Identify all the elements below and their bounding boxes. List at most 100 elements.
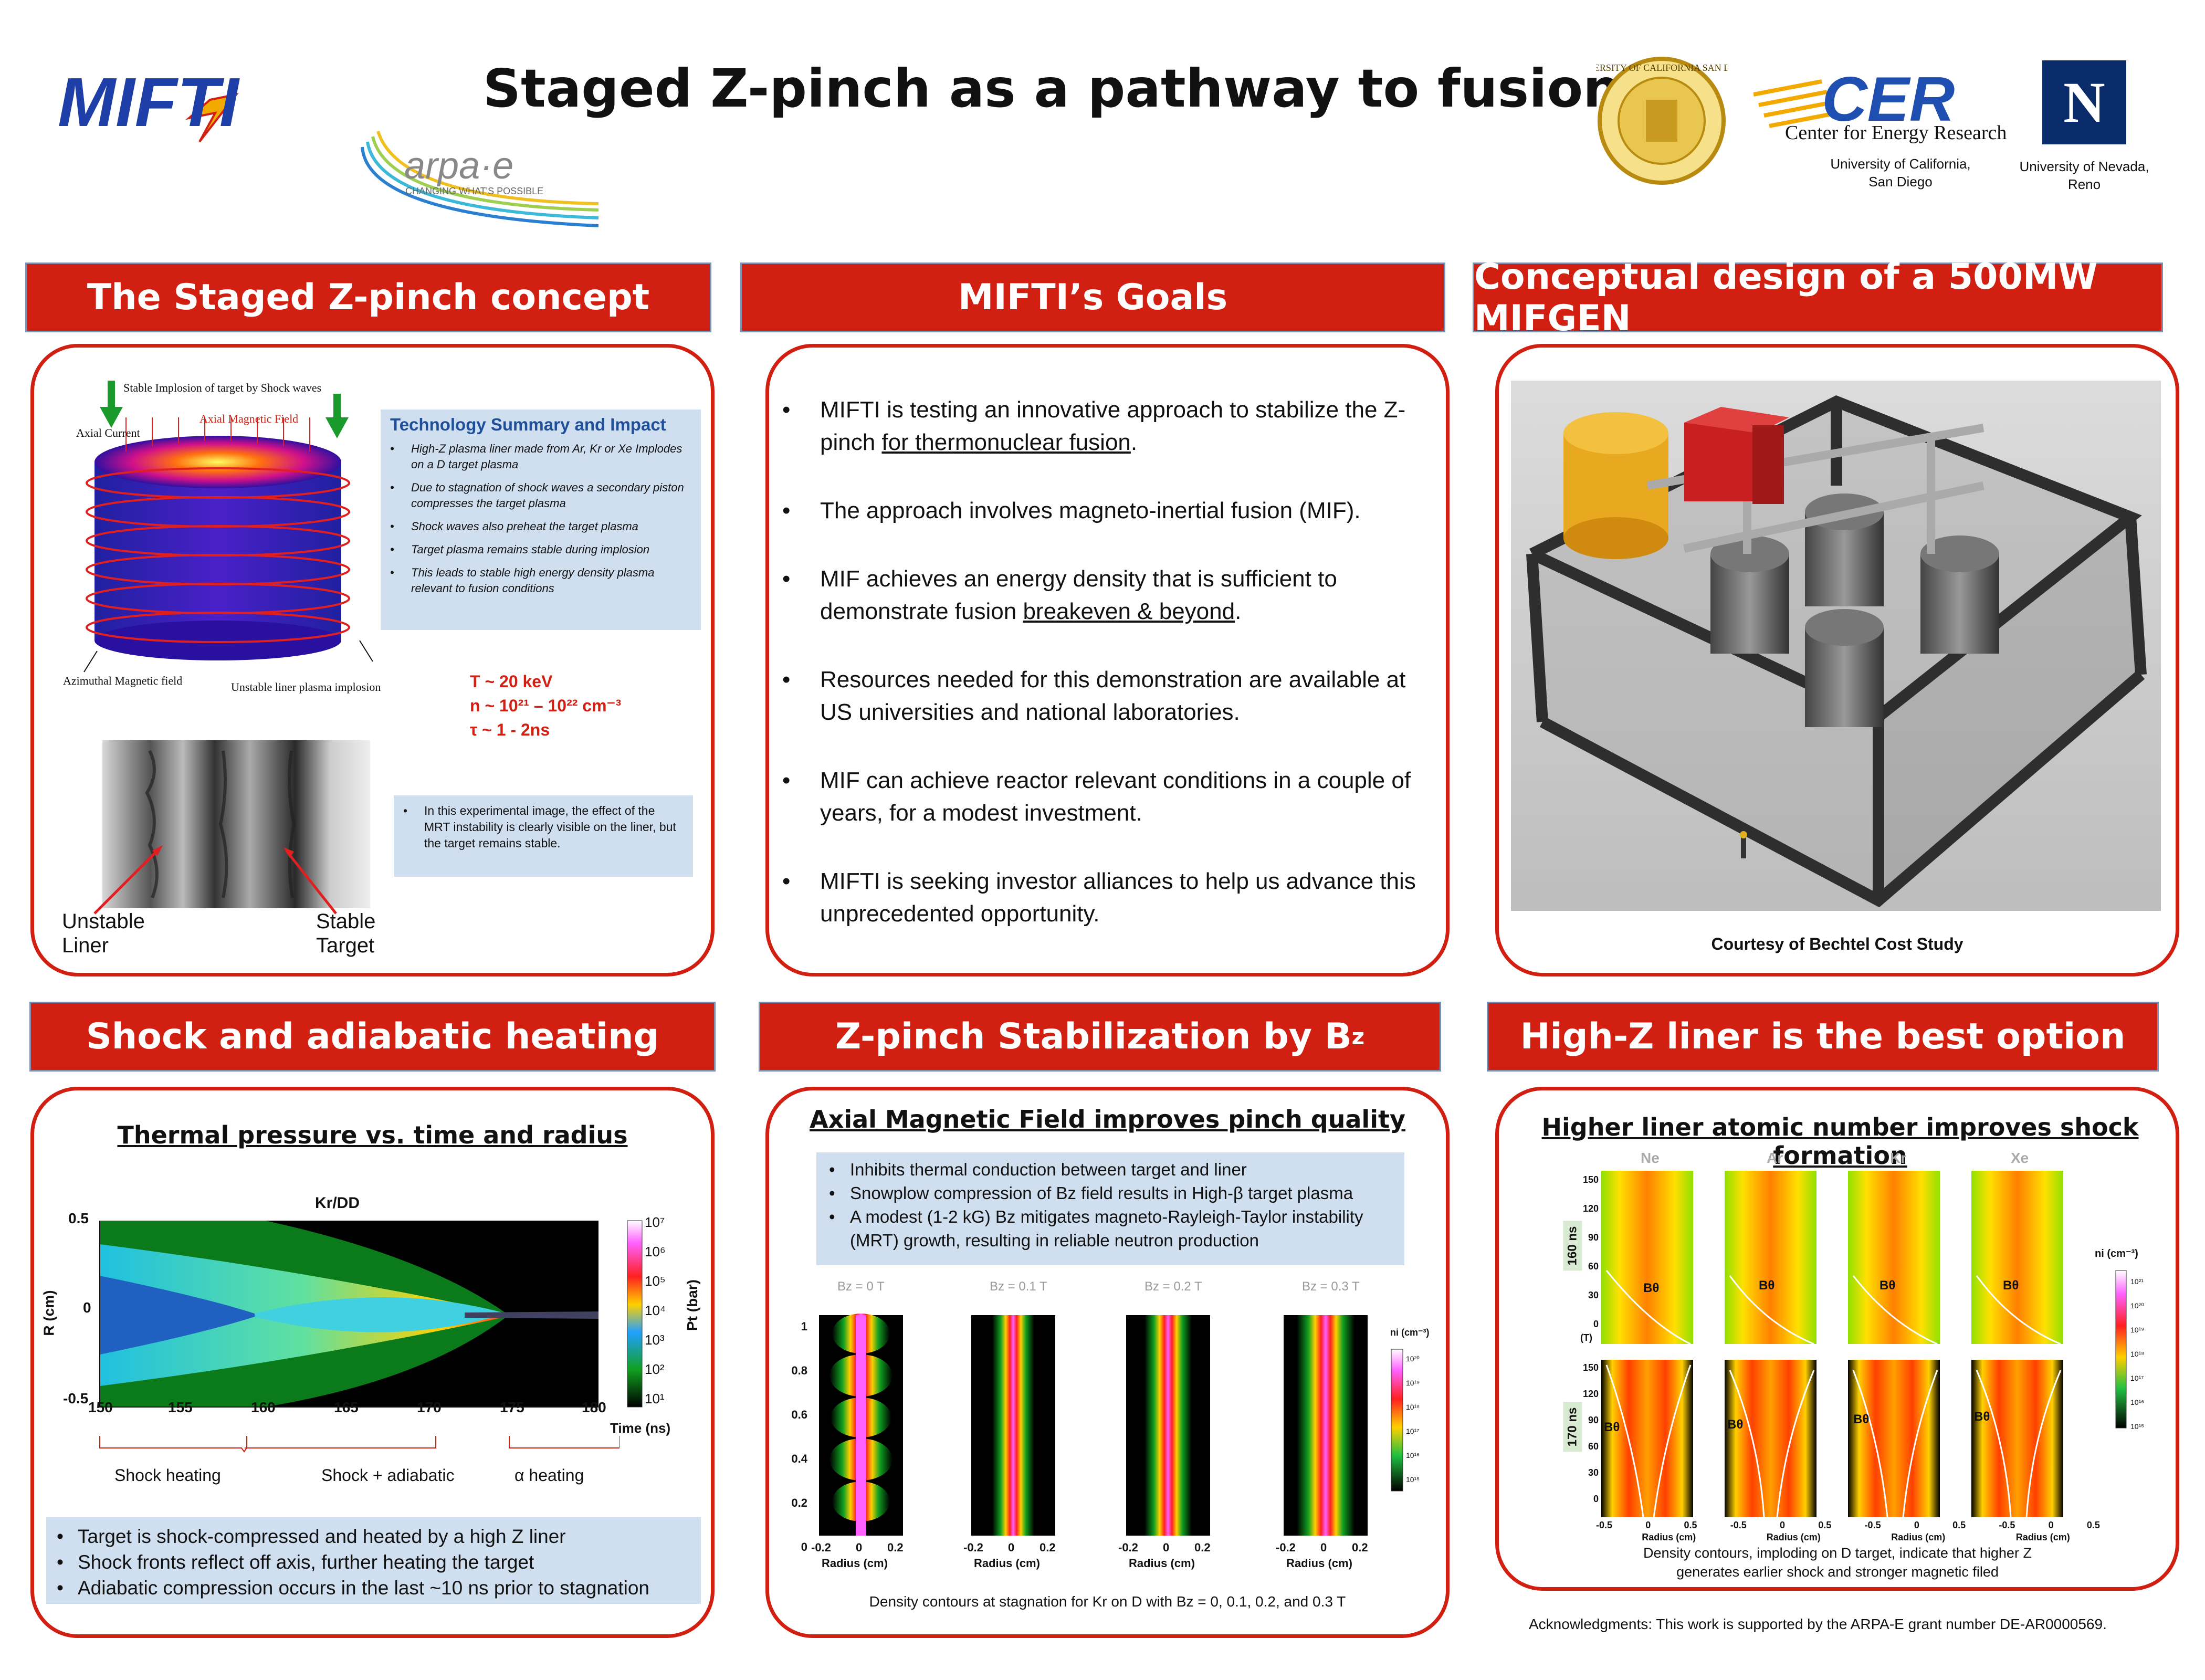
list-item: A modest (1-2 kG) Bz mitigates magneto-R… (829, 1205, 1392, 1252)
experimental-image (102, 740, 370, 908)
svg-text:UNIVERSITY OF CALIFORNIA SAN D: UNIVERSITY OF CALIFORNIA SAN DIEGO (1596, 62, 1727, 73)
exp-note-box: In this experimental image, the effect o… (394, 795, 693, 877)
mifgen-rendering (1511, 381, 2161, 911)
shock-x-tick: 170 (417, 1399, 442, 1415)
bz-panel-title: Bz = 0.3 T (1302, 1279, 1360, 1294)
label-stable-target: Stable Target (316, 910, 376, 957)
pressure-contour-chart (45, 1192, 696, 1433)
list-item: Shock fronts reflect off axis, further h… (57, 1549, 690, 1575)
list-item: Inhibits thermal conduction between targ… (829, 1158, 1392, 1181)
label-azimuthal: Azimuthal Magnetic field (63, 674, 183, 687)
mifti-logo: MIFTI (58, 63, 289, 147)
list-item: Due to stagnation of shock waves a secon… (390, 480, 691, 511)
tech-summary-box: Technology Summary and Impact High-Z pla… (381, 410, 701, 630)
bz-y-ticks: 1 0.8 0.6 0.4 0.2 0 (791, 1320, 807, 1553)
bz-x-tick: 0 (856, 1541, 863, 1554)
highz-y-ticks-top: 150 120 90 60 30 0 (1582, 1174, 1599, 1329)
svg-text:CER: CER (1822, 66, 1955, 134)
tech-summary-title: Technology Summary and Impact (390, 415, 666, 434)
bz-x-tick: -0.2 (1118, 1541, 1138, 1554)
shock-x-label: Time (ns) (610, 1420, 671, 1436)
list-item: This leads to stable high energy density… (390, 565, 691, 596)
highz-column-label: Ar (1767, 1150, 1783, 1166)
shock-x-tick: 165 (334, 1399, 359, 1415)
unr-label: University of Nevada, Reno (2019, 159, 2149, 192)
highz-column-label: Ne (1641, 1150, 1660, 1166)
highz-x-labels: Radius (cm)Radius (cm) Radius (cm)Radius… (1642, 1532, 2070, 1542)
shock-y-tick: -0.5 (63, 1390, 89, 1406)
bz-panel-title: Bz = 0 T (837, 1279, 885, 1294)
goal-item: MIF can achieve reactor relevant conditi… (782, 764, 1423, 830)
bz-x-label: Radius (cm) (822, 1557, 888, 1570)
bz-x-tick: 0 (1163, 1541, 1170, 1554)
bz-x-tick: 0 (1320, 1541, 1327, 1554)
svg-text:MIFTI: MIFTI (58, 64, 240, 141)
highz-cb-label: ni (cm⁻³) (2095, 1248, 2138, 1259)
acknowledgment: Acknowledgments: This work is supported … (1529, 1616, 2107, 1632)
label-unstable-liner: Unstable Liner (62, 910, 145, 957)
phase-brackets (94, 1433, 620, 1454)
highz-plot-title: Higher liner atomic number improves shoc… (1541, 1113, 2139, 1170)
bz-panel-title: Bz = 0.1 T (990, 1279, 1047, 1294)
b-theta-label: Bθ (1759, 1278, 1775, 1293)
highz-density-grid (1512, 1144, 2163, 1522)
cer-logo: CER Center for Energy Research (1753, 64, 2016, 144)
list-item: Target is shock-compressed and heated by… (57, 1524, 690, 1549)
goal-item: The approach involves magneto-inertial f… (782, 495, 1423, 527)
shock-x-tick: 180 (582, 1399, 606, 1415)
shock-cb-label: Pt (bar) (684, 1279, 700, 1331)
exp-note: In this experimental image, the effect o… (403, 803, 684, 852)
bz-x-tick: -0.2 (811, 1541, 831, 1554)
section-header-goals: MIFTI’s Goals (740, 262, 1445, 332)
b-theta-label: Bθ (1643, 1281, 1660, 1295)
section-header-concept: The Staged Z-pinch concept (25, 262, 711, 332)
bz-x-tick: 0 (1008, 1541, 1015, 1554)
arpae-logo: arpa·e CHANGING WHAT'S POSSIBLE (357, 126, 599, 231)
bz-x-label: Radius (cm) (974, 1557, 1040, 1570)
phase-shock-heating: Shock heating (114, 1466, 221, 1485)
tech-summary-list: High-Z plasma liner made from Ar, Kr or … (390, 441, 691, 596)
shock-x-tick: 175 (500, 1399, 524, 1415)
shock-bullets-box: Target is shock-compressed and heated by… (46, 1517, 701, 1604)
svg-text:Center for Energy Research: Center for Energy Research (1785, 122, 2007, 144)
goal-item: MIF achieves an energy density that is s… (782, 563, 1423, 628)
shock-y-label: R (cm) (40, 1290, 57, 1336)
section-header-highz: High-Z liner is the best option (1487, 1002, 2159, 1072)
design-caption: Courtesy of Bechtel Cost Study (1711, 934, 1964, 953)
shock-x-tick: 160 (251, 1399, 276, 1415)
svg-text:CHANGING WHAT'S POSSIBLE: CHANGING WHAT'S POSSIBLE (405, 186, 543, 196)
bz-cb-ticks: 10²⁰ 10¹⁹ 10¹⁸ 10¹⁷ 10¹⁶ 10¹⁵ (1406, 1354, 1420, 1484)
goal-item: MIFTI is seeking investor alliances to h… (782, 865, 1423, 930)
label-axial-field: Axial Magnetic Field (200, 412, 299, 425)
highz-y-unit: (T) (1580, 1332, 1592, 1343)
list-item: Target plasma remains stable during impl… (390, 542, 691, 558)
shock-x-tick: 150 (88, 1399, 113, 1415)
goal-item: MIFTI is testing an innovative approach … (782, 394, 1423, 459)
bz-density-panels (777, 1281, 1428, 1575)
shock-chart-label: Kr/DD (315, 1194, 360, 1212)
b-theta-label: Bθ (1853, 1412, 1870, 1426)
shock-colorbar-ticks: 10⁷ 10⁶ 10⁵ 10⁴ 10³ 10² 10¹ (645, 1214, 666, 1406)
shock-y-tick: 0.5 (68, 1210, 89, 1226)
phase-shock-adiabatic: Shock + adiabatic (321, 1466, 455, 1485)
goal-item: Resources needed for this demonstration … (782, 664, 1423, 729)
bz-x-label: Radius (cm) (1129, 1557, 1195, 1570)
phase-alpha-heating: α heating (514, 1466, 584, 1485)
shock-plot-title: Thermal pressure vs. time and radius (117, 1121, 628, 1149)
zpinch-caption: Density contours at stagnation for Kr on… (869, 1593, 1346, 1610)
ucsd-label: University of California, San Diego (1830, 156, 1971, 190)
label-stable-implosion: Stable Implosion of target by Shock wave… (123, 381, 322, 394)
zpinch-cylinder-diagram (58, 378, 394, 693)
bz-x-tick: -0.2 (963, 1541, 983, 1554)
shock-x-tick: 155 (168, 1399, 193, 1415)
param-temperature: T ~ 20 keV (470, 672, 553, 691)
highz-cb-ticks: 10²¹ 10²⁰ 10¹⁹ 10¹⁸ 10¹⁷ 10¹⁶ 10¹⁵ (2130, 1277, 2145, 1431)
b-theta-label: Bθ (1880, 1278, 1896, 1293)
list-item: Shock waves also preheat the target plas… (390, 519, 691, 534)
bz-x-tick: 0.2 (887, 1541, 904, 1554)
highz-column-label: Kr (1890, 1150, 1907, 1166)
b-theta-label: Bθ (2003, 1278, 2019, 1293)
highz-y-ticks-bottom: 150 120 90 60 30 0 (1582, 1362, 1599, 1504)
bz-x-tick: -0.2 (1276, 1541, 1296, 1554)
